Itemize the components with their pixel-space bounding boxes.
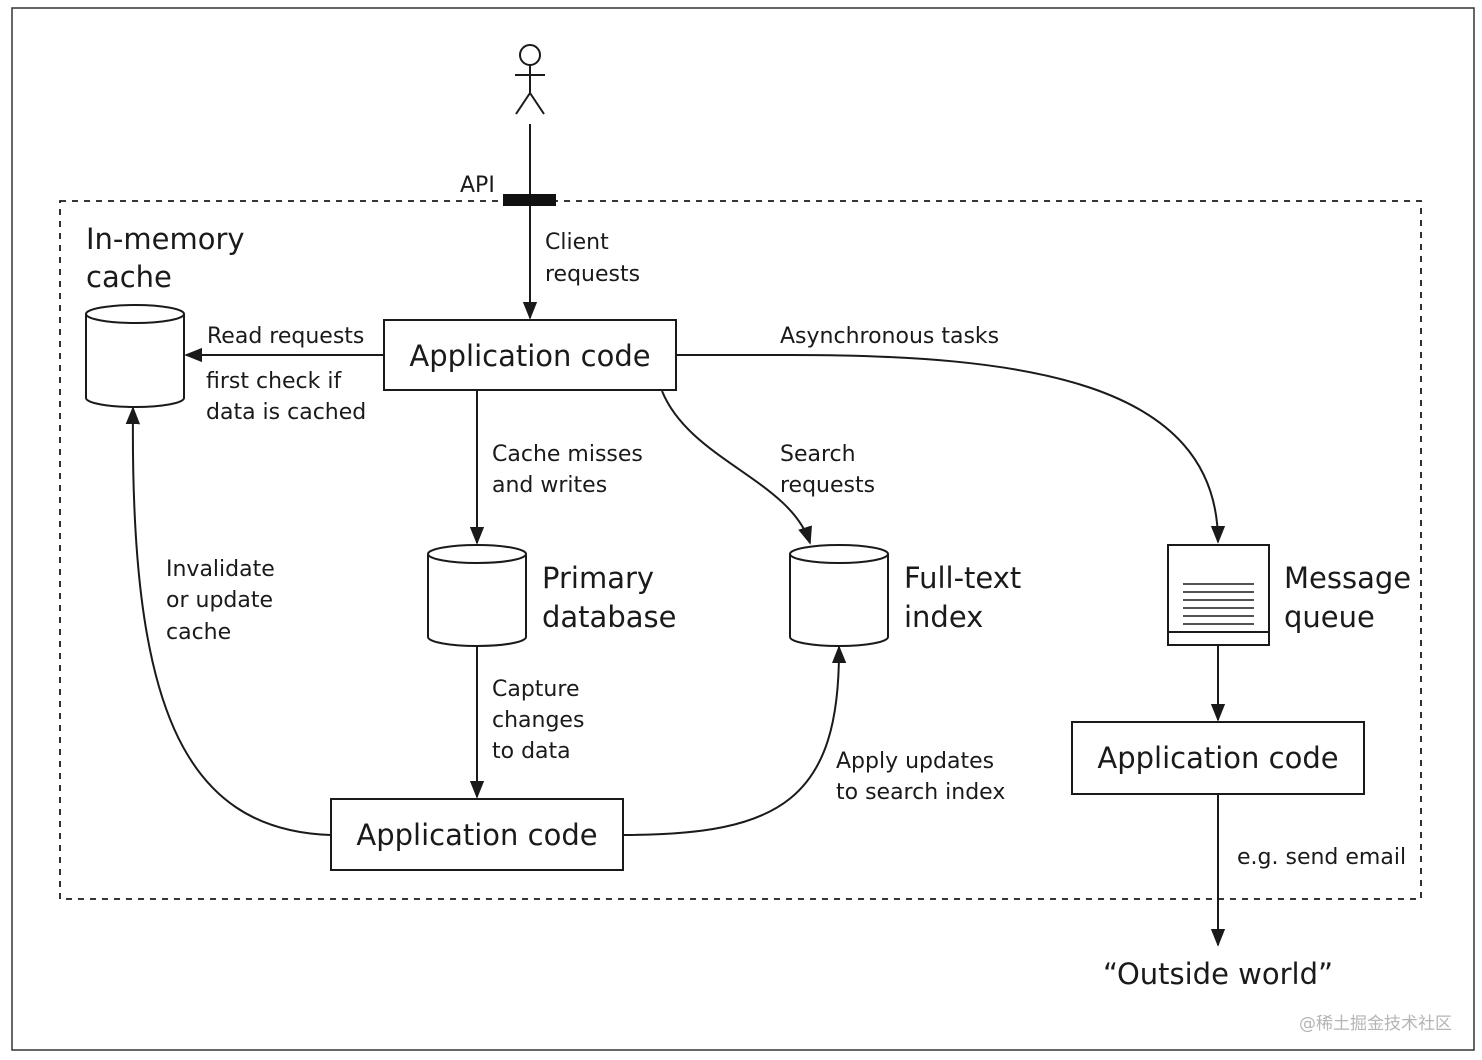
app-code-top-box <box>383 319 677 391</box>
capture-label-1: Capture <box>492 677 579 702</box>
system-boundary <box>59 200 1422 900</box>
invalidate-cache-arrow <box>125 406 332 836</box>
cache-title-1: In-memory <box>86 222 245 256</box>
message-queue-label-1: Message <box>1284 561 1411 595</box>
user-figure-icon <box>515 44 545 115</box>
outside-world-label: “Outside world” <box>1103 957 1333 991</box>
app-code-bottom-box <box>330 798 624 871</box>
api-bar <box>503 194 556 206</box>
send-email-label: e.g. send email <box>1237 845 1406 870</box>
cache-title-2: cache <box>86 260 172 294</box>
apply-updates-label-2: to search index <box>836 780 1005 805</box>
primary-database-label-1: Primary <box>542 561 654 595</box>
full-text-index-cylinder <box>789 544 889 647</box>
app-code-bottom-label: Application code <box>356 818 597 852</box>
primary-database-cylinder <box>427 544 527 647</box>
watermark: @稀土掘金技术社区 <box>1299 1014 1452 1034</box>
capture-label-2: changes <box>492 708 584 733</box>
invalidate-label-1: Invalidate <box>166 557 275 582</box>
client-requests-label-2: requests <box>545 262 640 287</box>
full-text-index-label-1: Full-text <box>904 561 1021 595</box>
search-requests-label-2: requests <box>780 473 875 498</box>
async-tasks-arrow <box>676 354 1226 544</box>
client-requests-label-1: Client <box>545 230 609 255</box>
capture-label-3: to data <box>492 739 571 764</box>
app-code-right-box <box>1071 721 1365 795</box>
app-code-right-label: Application code <box>1097 741 1338 775</box>
primary-database-label-2: database <box>542 600 676 634</box>
async-tasks-label: Asynchronous tasks <box>780 324 999 349</box>
invalidate-label-3: cache <box>166 620 231 645</box>
message-queue-icon <box>1167 544 1270 646</box>
in-memory-cache-cylinder <box>85 304 185 408</box>
api-label: API <box>460 173 495 198</box>
apply-updates-arrow <box>622 645 847 836</box>
cache-misses-label-1: Cache misses <box>492 442 643 467</box>
cache-misses-label-2: and writes <box>492 473 607 498</box>
search-requests-arrow <box>661 390 812 545</box>
read-requests-label-1: Read requests <box>207 324 364 349</box>
app-code-top-label: Application code <box>409 339 650 373</box>
read-requests-label-2: first check if <box>206 369 342 394</box>
outer-frame <box>11 7 1475 1051</box>
full-text-index-label-2: index <box>904 600 983 634</box>
apply-updates-label-1: Apply updates <box>836 749 994 774</box>
invalidate-label-2: or update <box>166 588 273 613</box>
read-requests-label-3: data is cached <box>206 400 366 425</box>
search-requests-label-1: Search <box>780 442 856 467</box>
message-queue-label-2: queue <box>1284 600 1375 634</box>
